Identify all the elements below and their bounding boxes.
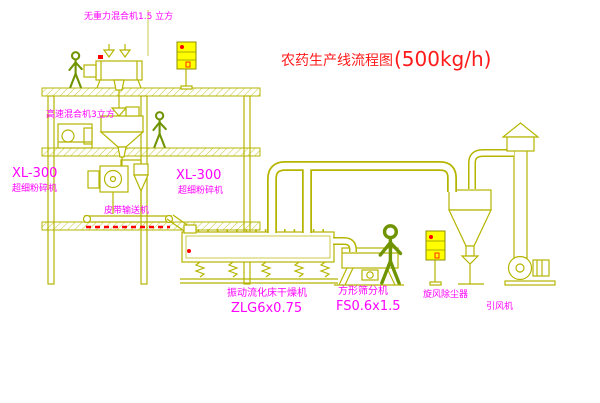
feed-hopper bbox=[118, 49, 132, 59]
transfer-chute bbox=[166, 218, 185, 232]
title-text: 农药生产线流程图 bbox=[281, 53, 393, 69]
cabinet-indicator bbox=[180, 45, 184, 49]
stack-cap-roof bbox=[501, 122, 540, 138]
label-screener-model: FS0.6x1.5 bbox=[336, 299, 401, 314]
mill-motor bbox=[87, 170, 100, 189]
stack-and-fan bbox=[468, 122, 556, 286]
cabinet-red-mark bbox=[185, 61, 191, 68]
cyclone-outlet-pipe bbox=[465, 245, 475, 257]
belt-conveyor bbox=[82, 214, 191, 232]
cabinet-base bbox=[180, 85, 193, 90]
conveyor-roller bbox=[82, 214, 92, 224]
mixer-motor bbox=[125, 106, 140, 117]
fan-motor bbox=[532, 259, 550, 277]
mill-rotor bbox=[103, 169, 123, 189]
label-pulverizer-center-model: XL-300 bbox=[176, 168, 221, 183]
support-spring bbox=[227, 261, 239, 278]
screener-leg bbox=[338, 267, 348, 286]
control-cabinet-2 bbox=[425, 230, 446, 286]
label-gravity-mixer: 无重力混合机1.5 立方 bbox=[84, 10, 173, 22]
cabinet-box bbox=[176, 41, 197, 70]
cyclone-cylinder bbox=[448, 189, 492, 211]
dryer-inlet bbox=[183, 224, 197, 234]
discharge-chute bbox=[117, 146, 127, 158]
control-cabinet-1 bbox=[176, 41, 197, 90]
mill-pipe bbox=[120, 159, 142, 166]
red-detail bbox=[98, 55, 103, 59]
screener-leg bbox=[344, 267, 354, 286]
cyclone-discharge-cone bbox=[460, 255, 480, 265]
collector-cylinder bbox=[133, 163, 149, 176]
cabinet-box bbox=[425, 230, 446, 261]
fan-base bbox=[504, 280, 556, 286]
label-screener-name: 方形筛分机 bbox=[338, 284, 388, 297]
cyclone-cone bbox=[448, 209, 492, 247]
stack-cap-body bbox=[506, 136, 535, 152]
red-detail bbox=[187, 249, 191, 253]
cabinet-indicator bbox=[429, 235, 433, 239]
support-spring bbox=[260, 261, 272, 278]
title-capacity: (500kg/h) bbox=[394, 47, 491, 71]
machine-motor bbox=[83, 127, 93, 145]
label-dryer-name: 振动流化床干燥机 bbox=[227, 286, 307, 299]
mixer-cone bbox=[99, 131, 145, 148]
gravity-mixer bbox=[83, 44, 143, 117]
screener-motor bbox=[361, 269, 379, 281]
label-pulverizer-center-name: 超细粉碎机 bbox=[178, 184, 223, 196]
label-cyclone: 旋风除尘器 bbox=[423, 288, 468, 300]
collector-cone bbox=[133, 174, 149, 193]
drawing-title: 农药生产线流程图 (500kg/h) bbox=[281, 47, 491, 71]
floor-slab bbox=[41, 147, 261, 157]
mixer-motor bbox=[83, 64, 97, 78]
pulverizer-left bbox=[57, 123, 93, 149]
label-belt-conveyor: 皮带输送机 bbox=[104, 204, 149, 216]
label-fan: 引风机 bbox=[486, 300, 513, 312]
fan-casing bbox=[507, 255, 533, 281]
support-spring bbox=[194, 261, 206, 278]
fluid-bed-dryer bbox=[180, 224, 338, 284]
cyclone-separator bbox=[448, 189, 492, 285]
feed-hopper bbox=[102, 49, 116, 59]
discharge-chute bbox=[113, 79, 125, 91]
conveyor-roller bbox=[164, 214, 174, 224]
drop-funnel bbox=[110, 107, 128, 117]
support-spring bbox=[293, 261, 305, 278]
pulverizer-center bbox=[87, 159, 149, 214]
support-spring bbox=[319, 261, 331, 278]
cabinet-red-mark bbox=[434, 252, 440, 259]
worker-figure bbox=[68, 51, 83, 89]
exhaust-ducts bbox=[267, 161, 457, 233]
label-high-speed-mixer: 高速混合机3立方 bbox=[46, 108, 115, 120]
stack-pipe bbox=[513, 149, 528, 259]
mixer-body bbox=[95, 60, 143, 81]
label-dryer-model: ZLG6x0.75 bbox=[231, 301, 302, 316]
cabinet-base bbox=[429, 281, 442, 286]
label-pulverizer-left-name: 超细粉碎机 bbox=[12, 182, 57, 194]
labels: 无重力混合机1.5 立方 高速混合机3立方 XL-300 超细粉碎机 XL-30… bbox=[12, 10, 513, 316]
label-pulverizer-left-model: XL-300 bbox=[12, 166, 57, 181]
floor-slab bbox=[41, 87, 261, 97]
worker-figure bbox=[152, 111, 167, 149]
screener-inlet-duct bbox=[333, 237, 357, 252]
dryer-body bbox=[181, 231, 335, 263]
high-speed-mixer bbox=[99, 106, 145, 167]
